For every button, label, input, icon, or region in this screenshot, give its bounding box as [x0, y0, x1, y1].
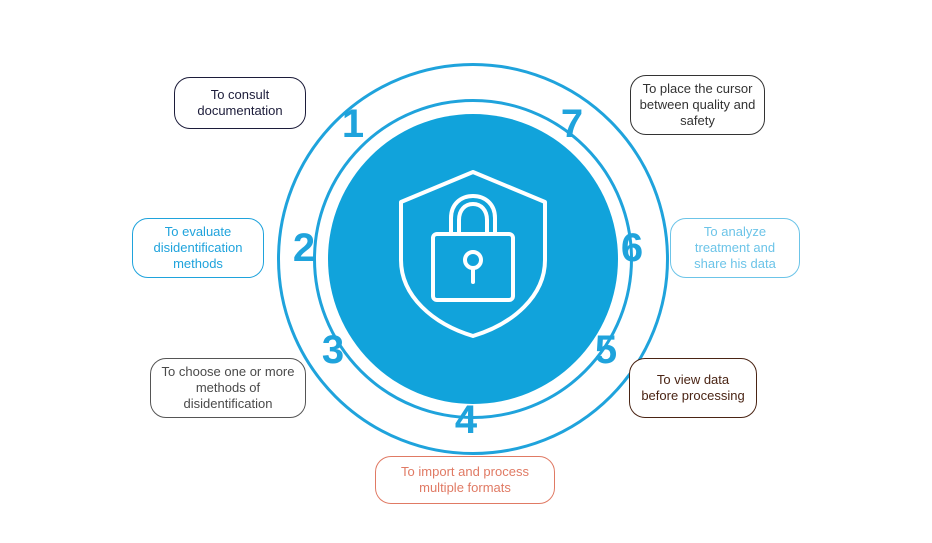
step-number-5: 5: [594, 328, 618, 372]
step-label-7: To place the cursor between quality and …: [630, 75, 765, 135]
step-number-1: 1: [341, 102, 365, 146]
step-number-4: 4: [454, 398, 478, 442]
inner-ring: [313, 99, 633, 419]
step-number-2: 2: [292, 226, 316, 270]
step-label-3: To choose one or more methods of disiden…: [150, 358, 306, 418]
step-label-5: To view data before processing: [629, 358, 757, 418]
step-label-6: To analyze treatment and share his data: [670, 218, 800, 278]
step-number-6: 6: [620, 226, 644, 270]
step-label-1: To consult documentation: [174, 77, 306, 129]
step-number-3: 3: [321, 328, 345, 372]
step-label-4: To import and process multiple formats: [375, 456, 555, 504]
outer-ring: [277, 63, 669, 455]
step-label-2: To evaluate disidentification methods: [132, 218, 264, 278]
center-disc: [328, 114, 618, 404]
step-number-7: 7: [560, 102, 584, 146]
shield-lock-icon: [399, 170, 547, 338]
